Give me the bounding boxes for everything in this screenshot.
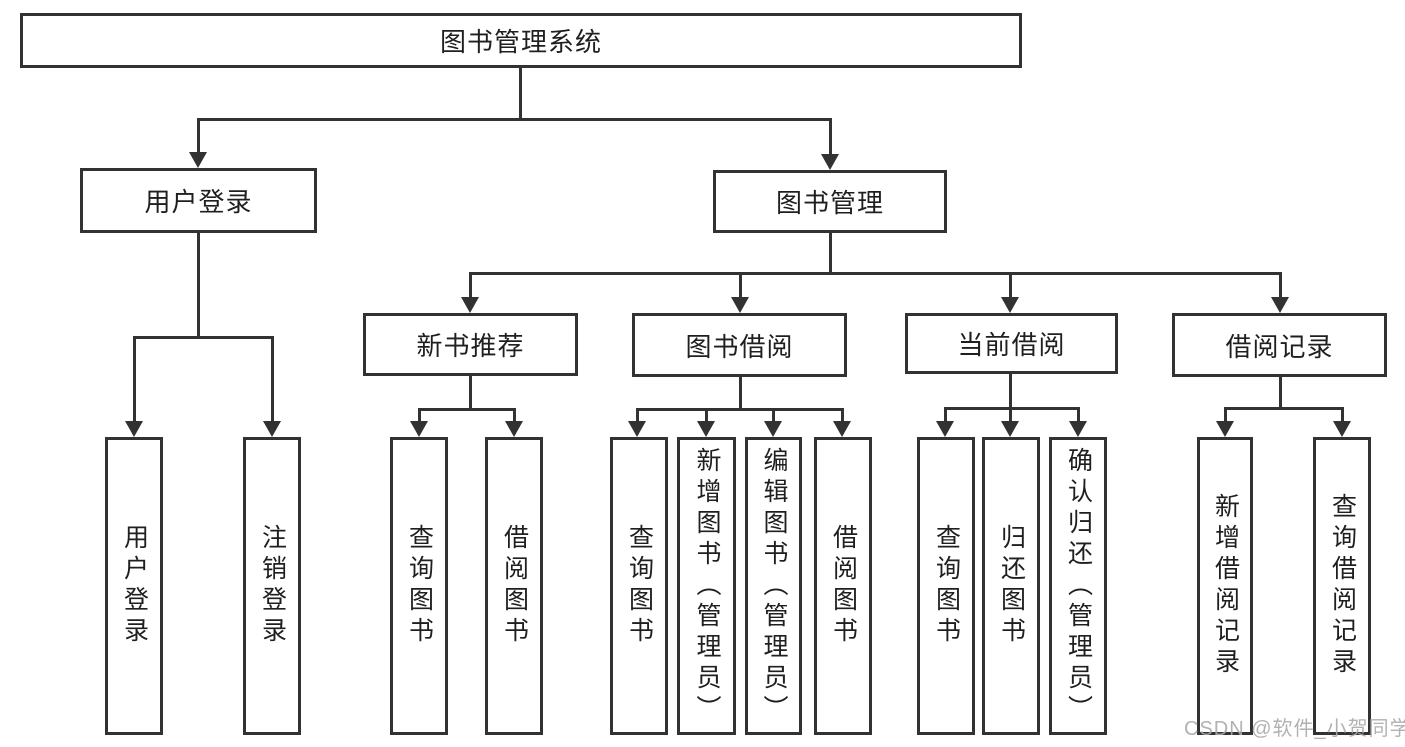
leaf-confirm-return-admin: 确认归还（管理员） <box>1049 437 1107 735</box>
arrow-down-icon <box>461 297 479 313</box>
node-user-login: 用户登录 <box>80 168 317 233</box>
node-label: 新书推荐 <box>416 331 525 361</box>
node-book-borrowing: 图书借阅 <box>632 313 847 377</box>
leaf-query-books-1: 查询图书 <box>390 437 448 735</box>
arrow-down-icon <box>1271 297 1289 313</box>
arrow-down-icon <box>410 421 428 437</box>
leaf-borrow-books-1: 借阅图书 <box>485 437 543 735</box>
connector-root-stem <box>519 68 522 121</box>
connector-root-to-user-login <box>197 118 200 152</box>
connector-book-mgmt-bar <box>469 272 1281 275</box>
node-label: 借阅记录 <box>1225 331 1334 362</box>
connector-root-to-book-mgmt <box>829 118 832 154</box>
arrow-down-icon <box>189 152 207 168</box>
connector-to-leaf-query-books-1 <box>418 408 421 421</box>
leaf-query-books-2: 查询图书 <box>610 437 668 735</box>
connector-to-leaf-edit-books <box>772 408 775 421</box>
leaf-add-books-admin: 新增图书（管理员） <box>677 437 736 735</box>
node-current-borrowing: 当前借阅 <box>905 313 1118 374</box>
connector-user-login-stem <box>197 233 200 339</box>
arrow-down-icon <box>821 154 839 170</box>
csdn-watermark: CSDN @软件_小贺同学 <box>1184 718 1405 740</box>
connector-new-book-rec-stem <box>469 376 472 411</box>
arrow-down-icon <box>697 421 715 437</box>
connector-to-book-borrow <box>739 272 742 297</box>
leaf-query-books-3: 查询图书 <box>917 437 975 735</box>
leaf-label: 编辑图书（管理员） <box>760 446 788 726</box>
connector-to-new-book-rec <box>469 272 472 297</box>
leaf-edit-books-admin: 编辑图书（管理员） <box>745 437 802 735</box>
leaf-label: 用户登录 <box>120 524 149 648</box>
arrow-down-icon <box>1001 297 1019 313</box>
connector-current-borrow-stem <box>1009 374 1012 410</box>
leaf-label: 查询图书 <box>405 524 434 648</box>
arrow-down-icon <box>125 421 143 437</box>
arrow-down-icon <box>1069 421 1087 437</box>
node-borrow-records: 借阅记录 <box>1172 313 1387 377</box>
connector-book-borrow-bar <box>636 408 843 411</box>
connector-book-borrow-stem <box>739 377 742 411</box>
leaf-label: 借阅图书 <box>500 524 529 648</box>
node-label: 当前借阅 <box>957 330 1066 360</box>
connector-borrow-record-stem <box>1279 377 1282 410</box>
connector-to-leaf-return-books <box>1009 407 1012 421</box>
node-library-system: 图书管理系统 <box>20 13 1022 68</box>
arrow-down-icon <box>1001 421 1019 437</box>
connector-user-login-bar <box>133 336 274 339</box>
connector-to-current-borrow <box>1009 272 1012 297</box>
connector-root-bar <box>198 118 831 121</box>
leaf-label: 新增借阅记录 <box>1211 493 1240 679</box>
leaf-query-borrow-record: 查询借阅记录 <box>1313 437 1371 735</box>
leaf-label: 确认归还（管理员） <box>1064 446 1093 726</box>
node-book-management: 图书管理 <box>713 170 947 233</box>
leaf-label: 借阅图书 <box>829 524 858 648</box>
node-label: 图书借阅 <box>685 331 794 362</box>
leaf-label: 查询图书 <box>625 524 654 648</box>
leaf-return-books: 归还图书 <box>982 437 1040 735</box>
arrow-down-icon <box>936 421 954 437</box>
leaf-logout: 注销登录 <box>243 437 301 735</box>
connector-to-leaf-borrow-books-2 <box>841 408 844 421</box>
arrow-down-icon <box>764 421 782 437</box>
connector-to-leaf-add-books <box>705 408 708 421</box>
connector-to-leaf-confirm-return <box>1077 407 1080 421</box>
leaf-label: 归还图书 <box>997 524 1026 648</box>
connector-to-leaf-query-books-2 <box>636 408 639 421</box>
node-label: 图书管理 <box>775 188 884 218</box>
connector-to-leaf-query-books-3 <box>944 407 947 421</box>
arrow-down-icon <box>833 421 851 437</box>
connector-new-book-rec-bar <box>418 408 515 411</box>
connector-to-leaf-borrow-books-1 <box>513 408 516 421</box>
node-label: 用户登录 <box>144 187 253 217</box>
connector-to-borrow-record <box>1279 272 1282 297</box>
leaf-user-login: 用户登录 <box>105 437 163 735</box>
leaf-label: 注销登录 <box>258 524 287 648</box>
node-new-book-recommend: 新书推荐 <box>363 313 578 376</box>
connector-to-leaf-query-record <box>1341 407 1344 421</box>
connector-to-leaf-add-record <box>1224 407 1227 421</box>
leaf-label: 查询借阅记录 <box>1328 493 1357 679</box>
connector-to-leaf-user-login <box>133 336 136 421</box>
leaf-label: 查询图书 <box>932 524 961 648</box>
arrow-down-icon <box>731 297 749 313</box>
connector-to-leaf-logout <box>271 336 274 421</box>
node-label: 图书管理系统 <box>439 27 602 57</box>
arrow-down-icon <box>1333 421 1351 437</box>
connector-borrow-record-bar <box>1224 407 1343 410</box>
arrow-down-icon <box>1216 421 1234 437</box>
leaf-label: 新增图书（管理员） <box>693 446 721 726</box>
connector-book-mgmt-stem <box>829 233 832 275</box>
arrow-down-icon <box>628 421 646 437</box>
leaf-borrow-books-2: 借阅图书 <box>814 437 872 735</box>
leaf-add-borrow-record: 新增借阅记录 <box>1197 437 1253 735</box>
arrow-down-icon <box>505 421 523 437</box>
arrow-down-icon <box>263 421 281 437</box>
